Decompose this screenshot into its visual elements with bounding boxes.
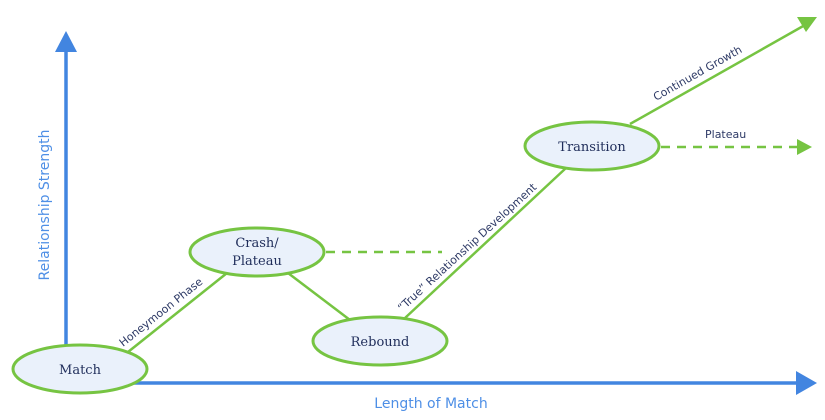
node-crash-plateau-shape — [188, 226, 326, 278]
node-match-shape — [11, 343, 149, 395]
plateau-arrowhead — [797, 139, 812, 155]
edge-label-true-development: “True” Relationship Development — [395, 180, 539, 314]
edge-label-plateau: Plateau — [705, 128, 746, 141]
node-transition: Transition — [523, 120, 661, 172]
continued-growth-arrowhead — [797, 17, 817, 32]
node-crash-plateau: Crash/ Plateau — [188, 226, 326, 278]
node-match: Match — [11, 343, 149, 395]
edge-honeymoon — [127, 272, 228, 353]
node-transition-label: Transition — [558, 140, 626, 155]
y-axis-label: Relationship Strength — [37, 130, 53, 281]
edge-label-honeymoon: Honeymoon Phase — [117, 275, 206, 349]
edge-true-development — [404, 167, 567, 319]
node-rebound-shape — [311, 315, 449, 367]
x-axis-label: Length of Match — [374, 396, 487, 412]
node-transition-shape — [523, 120, 661, 172]
edge-continued-growth — [629, 23, 806, 126]
edge-label-continued-growth: Continued Growth — [651, 43, 744, 103]
node-match-label: Match — [59, 363, 102, 378]
x-axis-arrowhead — [796, 371, 817, 395]
edge-crash-to-rebound — [287, 272, 351, 321]
y-axis-arrowhead — [55, 31, 77, 52]
node-rebound: Rebound — [311, 315, 449, 367]
node-rebound-label: Rebound — [351, 335, 410, 350]
node-crash-plateau-label-line1: Crash/ — [235, 236, 279, 251]
node-crash-plateau-label-line2: Plateau — [232, 254, 282, 269]
